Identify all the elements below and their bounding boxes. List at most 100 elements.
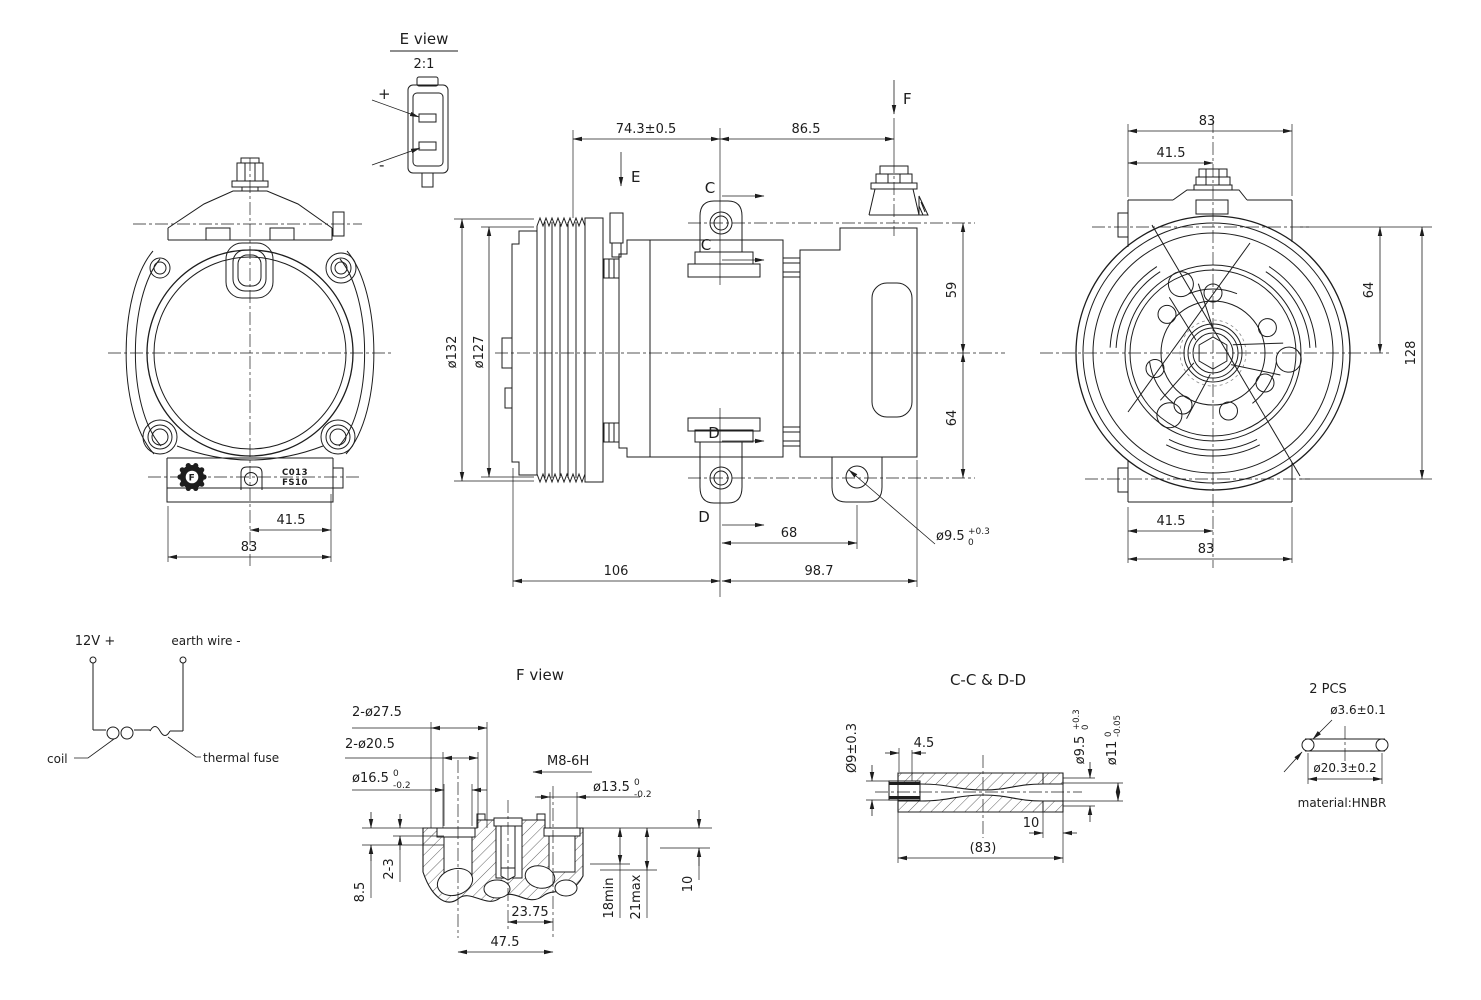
connector-pin-negative: [418, 141, 437, 151]
dim-dia-9-5-upper: +0.3: [968, 527, 990, 537]
rear-mount-lug: [831, 457, 883, 503]
dim-106: 106: [604, 564, 629, 579]
section-d-bottom-label: D: [698, 508, 710, 526]
dim-dia-13-5-lower: -0.2: [634, 790, 652, 800]
coil-label: coil: [47, 752, 68, 766]
dim-86-5: 86.5: [792, 122, 821, 137]
oring-qty: 2 PCS: [1309, 682, 1347, 697]
body-outline: [146, 249, 354, 457]
dim-8-5: 8.5: [353, 882, 368, 903]
dim-dia-9-5-cd: ø9.5 +0.3 0: [1072, 709, 1091, 764]
dim-dia-9: Ø9±0.3: [845, 723, 860, 773]
thermal-fuse-symbol: [149, 726, 171, 736]
svg-text:+0.3: +0.3: [1072, 709, 1082, 730]
clutch-arm: [1156, 362, 1211, 429]
dim-10-cd: 10: [1023, 816, 1040, 831]
f-view-title: F view: [516, 666, 564, 684]
brand-gear-icon: F: [177, 463, 207, 491]
stamp-model-line2: FS10: [282, 478, 308, 488]
top-bracket: [167, 190, 333, 229]
dim-10-fview: 10: [681, 876, 696, 893]
dim-dia-11: ø11 0 -0.05: [1104, 715, 1123, 765]
section-c-top-label: C: [705, 179, 715, 197]
supply-label: 12V +: [75, 634, 115, 649]
dim-83-cd: (83): [970, 841, 997, 856]
oval-slot: [225, 242, 274, 299]
dim-dia-16-5-lower: -0.2: [393, 781, 411, 791]
dim-2-20-5: 2-ø20.5: [345, 737, 395, 752]
dim-98-7: 98.7: [805, 564, 834, 579]
dim-83-front: 83: [241, 540, 258, 555]
svg-text:ø9.5: ø9.5: [1073, 736, 1088, 765]
f-view-section: F view 2-ø27.5 2-ø20.5 ø16.5 0 -0.2 M8-6…: [345, 666, 712, 955]
earth-label: earth wire -: [171, 634, 240, 648]
svg-text:-0.05: -0.05: [1113, 715, 1123, 737]
dim-4-5: 4.5: [914, 736, 935, 751]
oring-cross-section: [1301, 738, 1315, 752]
oring-material: material:HNBR: [1298, 796, 1387, 810]
dim-83-rear-top: 83: [1199, 114, 1216, 129]
bushing-top-wall: [897, 772, 1064, 791]
bushing-bottom-wall: [897, 794, 1064, 813]
view-e-label: E: [631, 168, 640, 186]
svg-text:0: 0: [1081, 725, 1091, 730]
section-c-bottom-label: C: [701, 236, 711, 254]
dim-68: 68: [781, 526, 798, 541]
stamp-model-line1: C013: [282, 468, 308, 478]
dim-41-5-rear-bottom: 41.5: [1157, 514, 1186, 529]
section-d-top-label: D: [708, 424, 720, 442]
dim-2-27-5: 2-ø27.5: [352, 705, 402, 720]
dim-dia-9-5-main: ø9.5: [936, 529, 965, 544]
dim-2-3: 2-3: [382, 858, 397, 879]
dim-dia-3-6: ø3.6±0.1: [1330, 703, 1386, 717]
e-view-detail: E view 2:1 + -: [371, 30, 458, 188]
dim-47-5: 47.5: [491, 935, 520, 950]
gear-letter: F: [189, 474, 196, 484]
dim-74-3: 74.3±0.5: [616, 122, 677, 137]
rear-housing: [799, 227, 918, 458]
dim-128: 128: [1404, 341, 1419, 366]
plus-label: +: [378, 85, 391, 103]
oring-cross-section: [1375, 738, 1389, 752]
discharge-fitting: [868, 160, 929, 236]
coil-symbol: [106, 726, 120, 740]
view-f-label: F: [903, 90, 912, 108]
dim-41-5-rear-top: 41.5: [1157, 146, 1186, 161]
dim-59: 59: [945, 282, 960, 299]
dim-64-side: 64: [945, 410, 960, 427]
clutch-arm: [1230, 342, 1302, 376]
dim-41-5-front: 41.5: [277, 513, 306, 528]
connector-pin-positive: [418, 113, 437, 123]
stub-pin: [888, 780, 921, 801]
connector-body: [407, 84, 449, 174]
dim-dia-127: ø127: [472, 336, 487, 369]
svg-text:0: 0: [1104, 732, 1114, 737]
cc-dd-title: C-C & D-D: [950, 671, 1026, 689]
upper-mount-lug: [687, 200, 761, 278]
oring-detail: 2 PCS ø3.6±0.1 ø20.3±0.2 material:HNBR: [1283, 682, 1389, 810]
dim-dia-9-5-lower: 0: [968, 538, 974, 548]
e-view-title: E view: [400, 30, 449, 48]
dim-dia-13-5-upper: 0: [634, 778, 640, 788]
dim-dia-16-5-main: ø16.5: [352, 771, 389, 786]
pulley: [536, 216, 604, 484]
front-view: F C013 FS10 41.5 83: [108, 157, 392, 566]
front-housing: [618, 239, 784, 458]
side-view: E F C C D D 74.3±0.5 86.5 ø132 ø127 59 6…: [445, 80, 1005, 597]
dim-dia-16-5-upper: 0: [393, 769, 399, 779]
dim-23-75: 23.75: [511, 905, 548, 920]
lower-mount-lug: [687, 417, 761, 504]
rear-view: 83 41.5 64 128 41.5 83: [1040, 114, 1432, 568]
e-view-scale: 2:1: [414, 57, 435, 72]
fuse-label: thermal fuse: [203, 751, 279, 765]
dim-83-rear-bottom: 83: [1198, 542, 1215, 557]
dim-64-rear: 64: [1362, 282, 1377, 299]
dim-dia-13-5-main: ø13.5: [593, 780, 630, 795]
shaft-hex: [1198, 336, 1228, 370]
dim-dia-20-3: ø20.3±0.2: [1313, 761, 1376, 775]
svg-text:ø11: ø11: [1105, 741, 1120, 766]
thread-spec: M8-6H: [547, 754, 589, 769]
wiring-schematic: 12V + earth wire - coil thermal fuse: [47, 634, 279, 766]
